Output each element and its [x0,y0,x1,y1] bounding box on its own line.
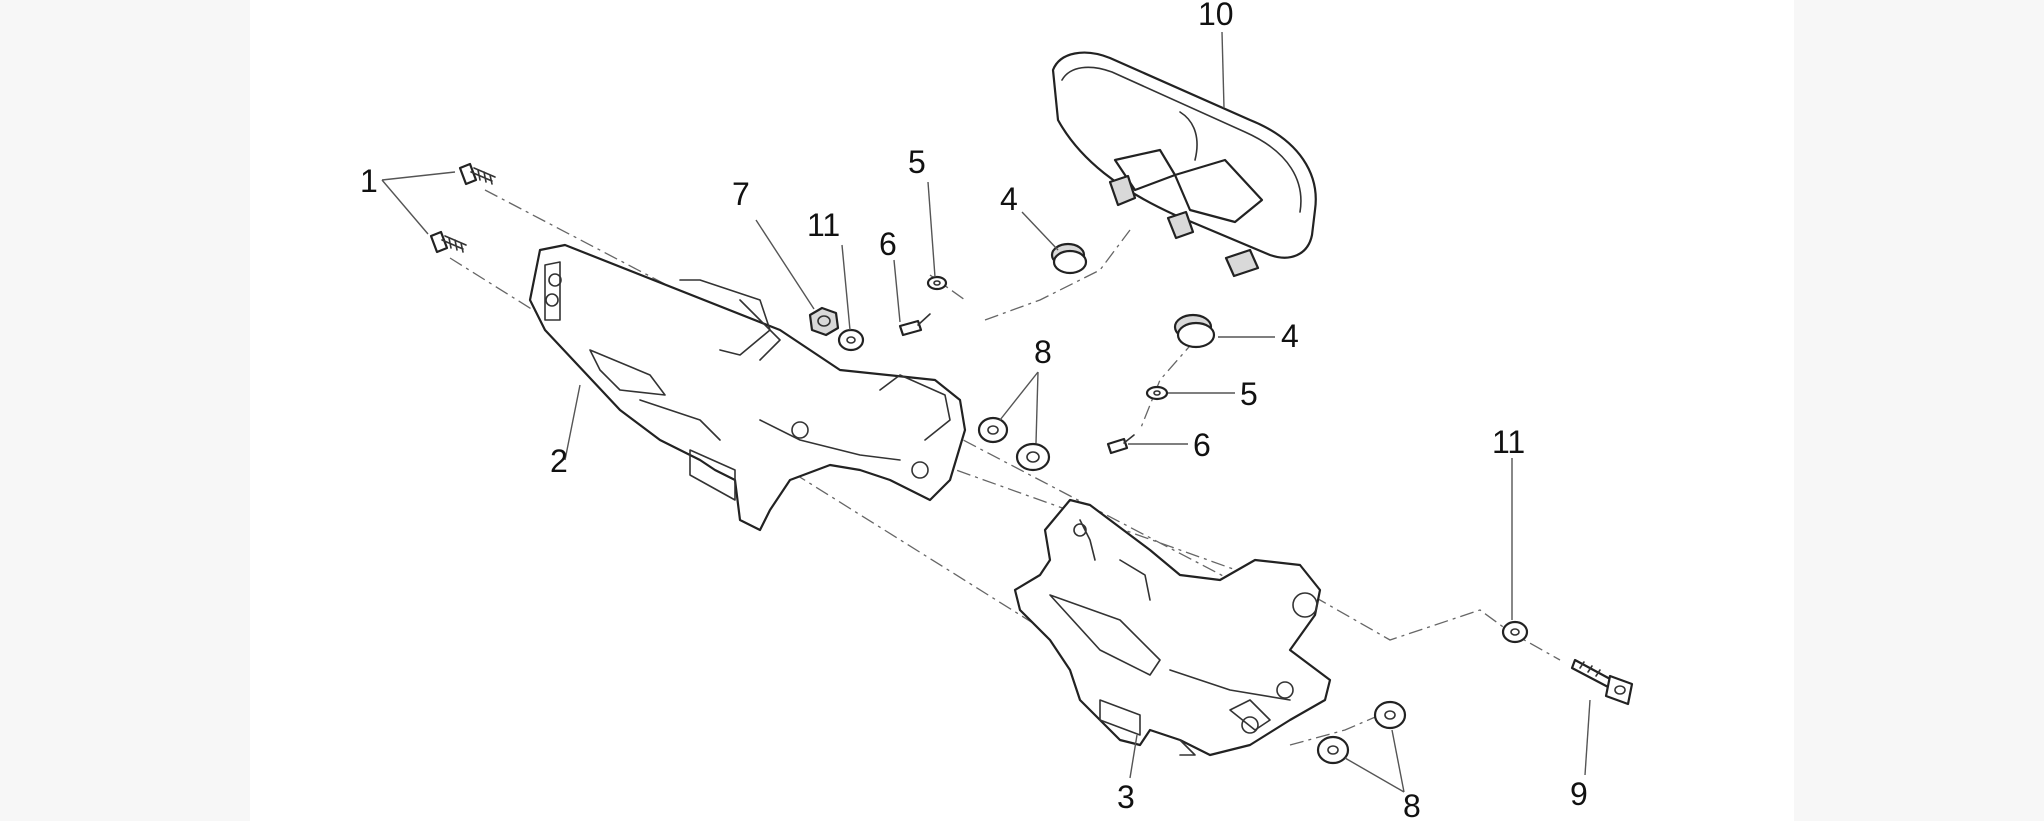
screw-6-upper [898,313,931,337]
screw-1-lower [429,230,467,254]
instrument-cluster [1051,51,1317,278]
washer-11-upper [837,328,865,352]
bushing-8-a [977,416,1009,444]
left-margin-panel [0,0,250,821]
callout-3: 3 [1117,779,1135,815]
bracket-right [1013,498,1332,757]
nut [808,306,840,337]
callout-11-upper: 11 [807,207,840,243]
grommet-lower [1173,313,1216,349]
bushing-8-c [1373,700,1407,730]
right-margin-panel [1794,0,2044,821]
callout-8-upper: 8 [1034,334,1052,370]
callout-6-upper: 6 [879,226,897,262]
callout-8-lower: 8 [1403,788,1421,821]
grommet-upper [1050,242,1088,275]
washer-5-lower [1145,385,1169,401]
screw-6-lower [1106,434,1135,455]
bushing-8-d [1316,735,1350,765]
washer-11-lower [1501,620,1529,644]
callout-6-lower: 6 [1193,427,1211,463]
callout-4-upper: 4 [1000,181,1018,217]
bracket-left [528,243,967,532]
bushing-8-b [1015,442,1051,472]
callout-labels: 1 2 3 4 4 5 5 6 6 7 8 8 9 10 11 11 [360,0,1588,821]
callout-4-lower: 4 [1281,318,1299,354]
callout-11-lower: 11 [1492,424,1525,460]
callout-9: 9 [1570,776,1588,812]
screw-1-upper [458,162,496,186]
callout-2: 2 [550,443,568,479]
callout-5-upper: 5 [908,144,926,180]
callout-10: 10 [1198,0,1234,32]
bolt-9 [1570,658,1634,706]
callout-1: 1 [360,163,378,199]
washer-5-upper [926,275,948,291]
leader-lines [381,31,1591,793]
callout-5-lower: 5 [1240,376,1258,412]
callout-7: 7 [732,176,750,212]
